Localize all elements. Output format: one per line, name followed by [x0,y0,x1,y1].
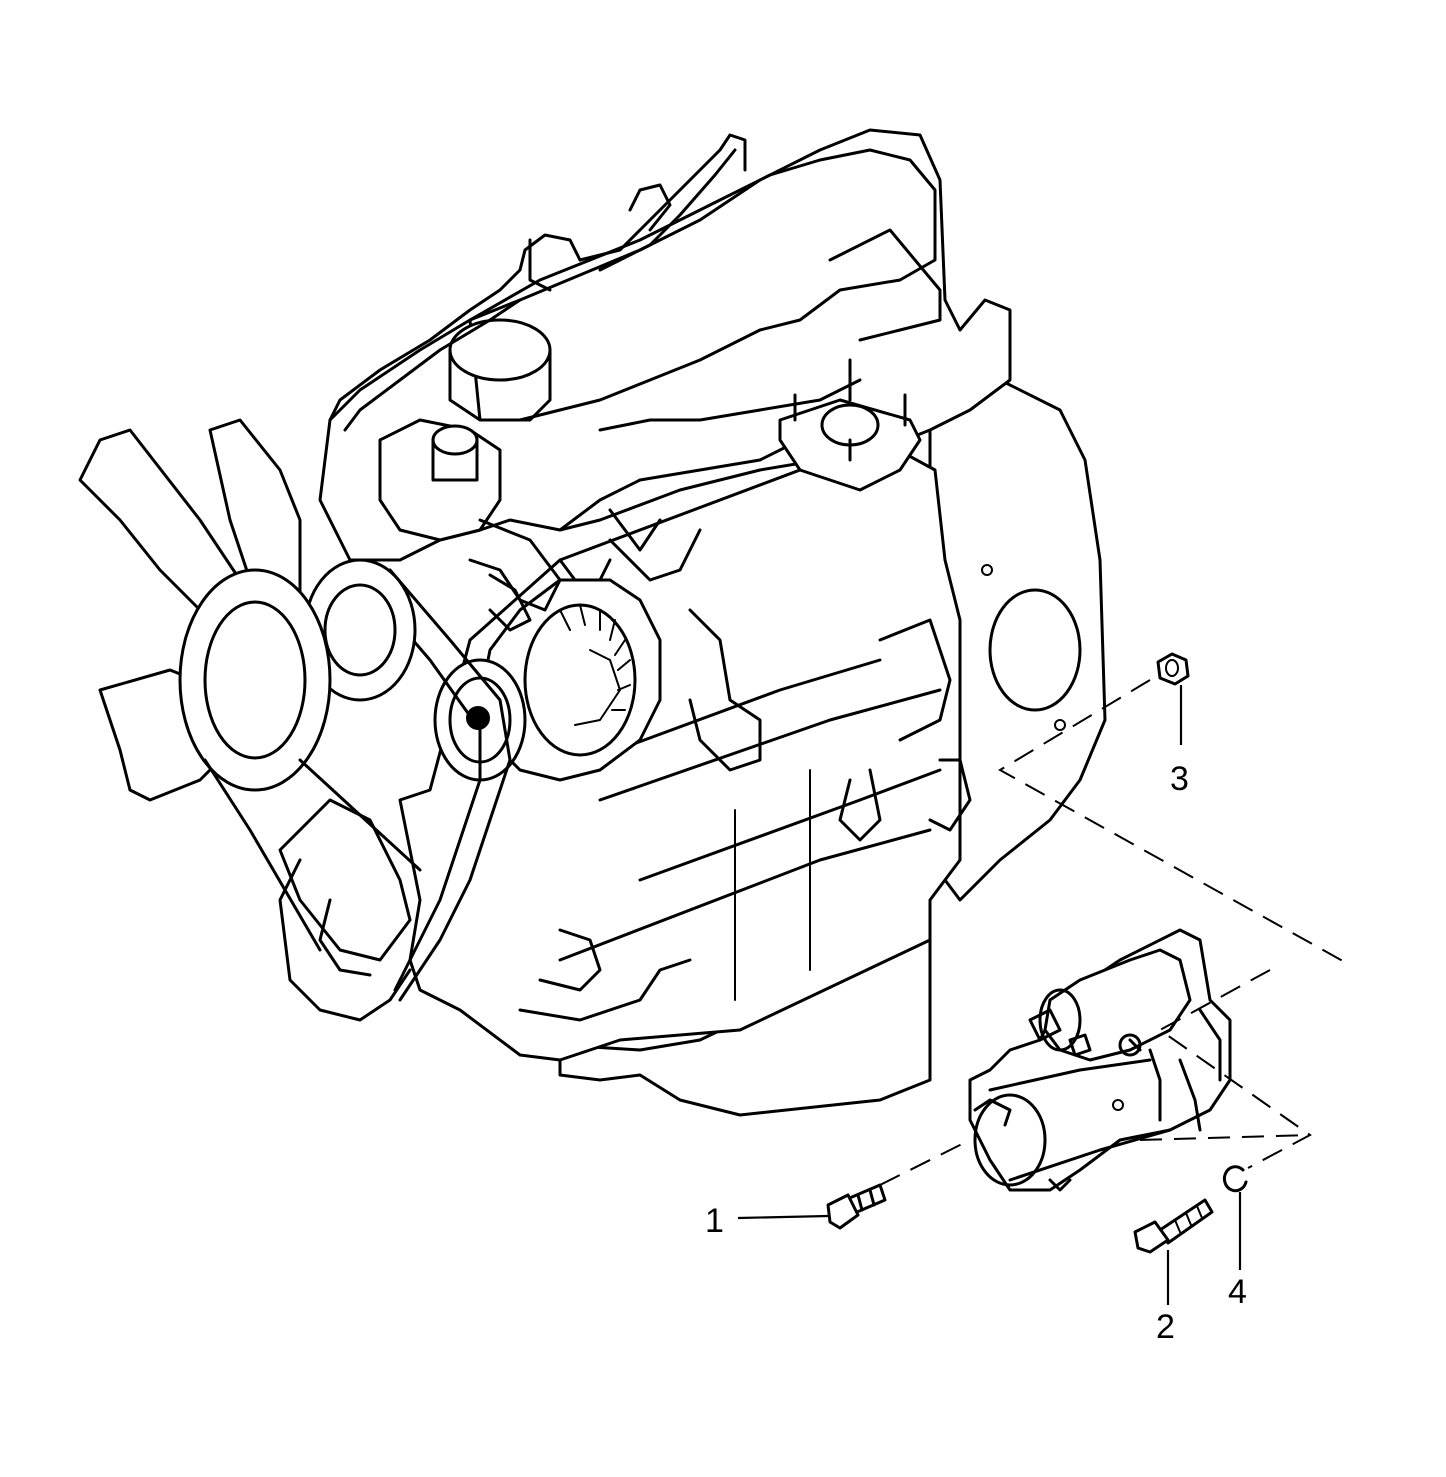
fan-blade-bottom [278,798,412,962]
crankshaft-pulley [433,658,527,782]
hex-bolt-long [1133,1198,1214,1254]
callout-3: 3 [1170,760,1189,798]
fan-belt [388,568,512,1002]
callout-2: 2 [1156,1308,1175,1346]
starter-motor [968,928,1232,1192]
hex-bolt-short [826,1183,887,1230]
assembly-guide-lines [879,679,1351,1186]
cooling-fan [78,418,422,962]
adjust-arm [468,518,562,612]
lower-hose [278,858,412,1022]
callout-4: 4 [1228,1273,1247,1311]
snap-ring [1222,1165,1248,1193]
valve-cover [468,148,937,422]
callout-1: 1 [705,1202,724,1240]
hex-nut [1156,652,1190,686]
starter-solenoid [1043,948,1192,1062]
leader-lines [737,685,1242,1305]
motor-end-cap [973,1093,1047,1187]
oil-filler-cap [448,318,552,382]
fan-disc [178,568,332,792]
fuel-lines [328,233,582,422]
housing-opening [988,588,1082,712]
engine-assembly [78,128,1107,1117]
